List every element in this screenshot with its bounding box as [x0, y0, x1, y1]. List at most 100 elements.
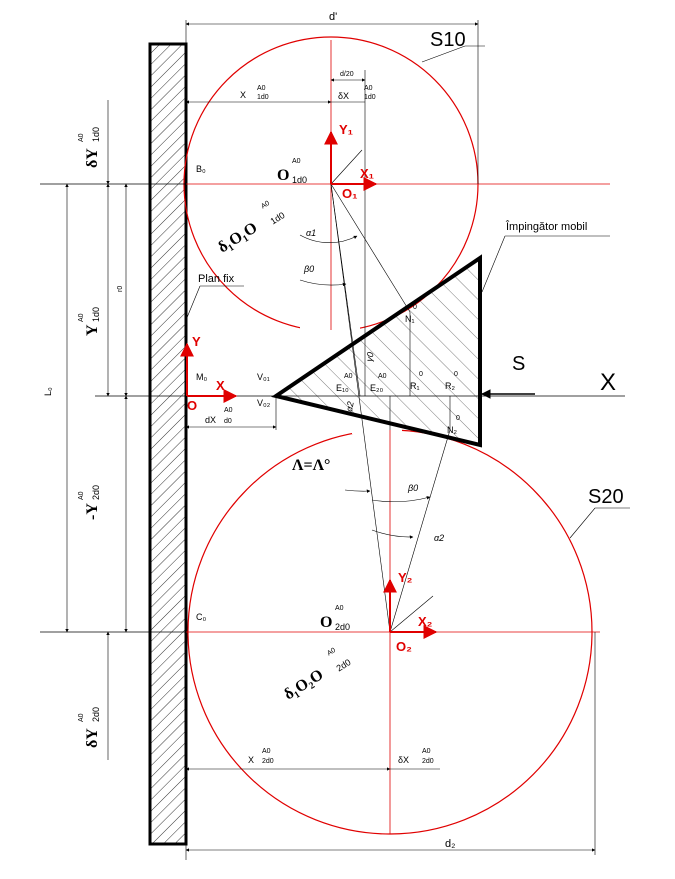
svg-text:δ₁O₁O: δ₁O₁O — [215, 219, 260, 256]
svg-text:A0: A0 — [78, 133, 85, 142]
frame-o1 — [324, 130, 378, 191]
svg-text:-Y: -Y — [84, 503, 101, 520]
dim-dx1d0: δX A0 1d0 — [338, 85, 376, 101]
svg-text:1d0: 1d0 — [91, 127, 101, 142]
dim-dxd0: dX A0 d0 — [205, 407, 233, 425]
mobile-pusher — [271, 254, 482, 448]
svg-text:δX: δX — [338, 91, 349, 101]
label-delta-o2: δ₁O₂O A0 2d0 — [281, 647, 353, 704]
svg-text:A0: A0 — [78, 313, 85, 322]
label-v02: V₀₂ — [257, 398, 271, 408]
svg-text:A0: A0 — [224, 407, 233, 414]
svg-text:δ₁O₂O: δ₁O₂O — [281, 666, 326, 703]
svg-text:dX: dX — [205, 415, 216, 425]
dim-dy2d0: δY A0 2d0 — [78, 707, 101, 748]
svg-text:0: 0 — [413, 304, 417, 311]
label-alpha1: α1 — [306, 228, 316, 238]
label-n1: N₁ 0 — [405, 304, 417, 324]
svg-text:δX: δX — [398, 755, 409, 765]
svg-text:2d0: 2d0 — [91, 485, 101, 500]
label-gamma0: γ0 — [364, 351, 376, 362]
label-n2: N₂ 0 — [447, 415, 460, 435]
svg-text:R₁: R₁ — [410, 381, 420, 391]
label-b0: B₀ — [196, 164, 206, 174]
dim-dx2d0: δX A0 2d0 — [398, 748, 434, 765]
svg-text:X: X — [248, 755, 254, 765]
svg-text:2d0: 2d0 — [422, 758, 434, 765]
label-m0: M₀ — [196, 372, 207, 382]
label-axis-x-big: X — [600, 369, 616, 396]
label-s10: S10 — [430, 29, 466, 51]
svg-text:A0: A0 — [262, 748, 271, 755]
dim-x1d0: X A0 1d0 — [240, 85, 269, 101]
label-impingator: Împingător mobil — [505, 220, 587, 233]
label-x2: X₂ — [418, 614, 433, 629]
svg-text:A0: A0 — [335, 605, 344, 612]
svg-text:d0: d0 — [224, 418, 232, 425]
svg-text:2d0: 2d0 — [335, 657, 353, 673]
dim-d-top: d' — [329, 11, 337, 23]
label-c0: C₀ — [196, 612, 206, 622]
svg-text:A0: A0 — [78, 713, 85, 722]
label-s20: S20 — [588, 486, 624, 508]
label-e20: E₂₀ A0 — [370, 373, 387, 393]
label-y2: Y₂ — [398, 570, 413, 585]
svg-text:X: X — [240, 90, 246, 100]
label-force-s: S — [512, 353, 525, 375]
label-r1: R₁ 0 — [410, 371, 423, 391]
frame-o — [180, 342, 238, 403]
svg-text:1d0: 1d0 — [269, 210, 287, 226]
svg-text:A0: A0 — [364, 85, 373, 92]
label-beta0-bottom: β0 — [407, 483, 418, 493]
svg-text:2d0: 2d0 — [262, 758, 274, 765]
svg-text:A0: A0 — [257, 85, 266, 92]
svg-text:1d0: 1d0 — [364, 94, 376, 101]
svg-text:N₁: N₁ — [405, 314, 415, 324]
label-alpha2-bottom: α2 — [434, 533, 444, 543]
svg-text:A0: A0 — [78, 491, 85, 500]
svg-text:1d0: 1d0 — [257, 94, 269, 101]
svg-text:1d0: 1d0 — [91, 307, 101, 322]
dim-y1d0: Y A0 1d0 — [78, 307, 101, 336]
label-x1: X₁ — [360, 166, 374, 181]
svg-text:A0: A0 — [422, 748, 431, 755]
label-o1: O₁ — [342, 186, 358, 201]
svg-text:E₁₀: E₁₀ — [336, 383, 349, 393]
label-o2: O₂ — [396, 639, 412, 654]
dim-x2d0: X A0 2d0 — [248, 748, 274, 765]
label-y1: Y₁ — [339, 122, 353, 137]
svg-text:δY: δY — [84, 148, 101, 168]
svg-text:0: 0 — [419, 371, 423, 378]
label-o1d0: O A0 1d0 — [277, 158, 307, 185]
svg-text:0: 0 — [456, 415, 460, 422]
label-y: Y — [192, 334, 201, 349]
label-alpha2-mid: α2 — [344, 401, 356, 413]
svg-text:A0: A0 — [260, 200, 271, 211]
svg-text:0: 0 — [454, 371, 458, 378]
frame-o2 — [383, 578, 438, 639]
dim-d-bottom: d₂ — [445, 838, 455, 850]
label-delta-o1: δ₁O₁O A0 1d0 — [215, 200, 287, 257]
dim-dy1d0: δY A0 1d0 — [78, 127, 101, 168]
svg-text:A0: A0 — [378, 373, 387, 380]
svg-text:A0: A0 — [292, 158, 301, 165]
svg-text:2d0: 2d0 — [335, 622, 350, 632]
svg-text:A0: A0 — [326, 647, 337, 658]
svg-text:E₂₀: E₂₀ — [370, 383, 383, 393]
label-x: X — [216, 378, 225, 393]
svg-text:δY: δY — [84, 728, 101, 748]
label-lambda: Λ=Λ° — [292, 457, 330, 474]
dim-small-top: d/20 — [340, 71, 354, 78]
dim-l0: L₀ — [43, 387, 53, 396]
dim-small-vert: r0 — [117, 286, 124, 292]
svg-text:O: O — [277, 167, 289, 184]
svg-text:1d0: 1d0 — [292, 175, 307, 185]
svg-text:R₂: R₂ — [445, 381, 455, 391]
label-o2d0: O A0 2d0 — [320, 605, 350, 632]
fixed-wall — [148, 42, 188, 846]
label-plan-fix: Plan fix — [198, 273, 235, 285]
dim-y2d0: -Y A0 2d0 — [78, 485, 101, 520]
label-r2: R₂ 0 — [445, 371, 458, 391]
svg-text:O: O — [320, 614, 332, 631]
